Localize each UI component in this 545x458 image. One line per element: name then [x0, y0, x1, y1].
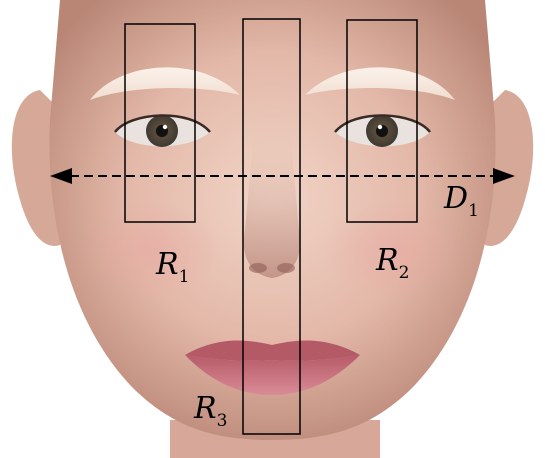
left-cheek: [80, 200, 220, 300]
